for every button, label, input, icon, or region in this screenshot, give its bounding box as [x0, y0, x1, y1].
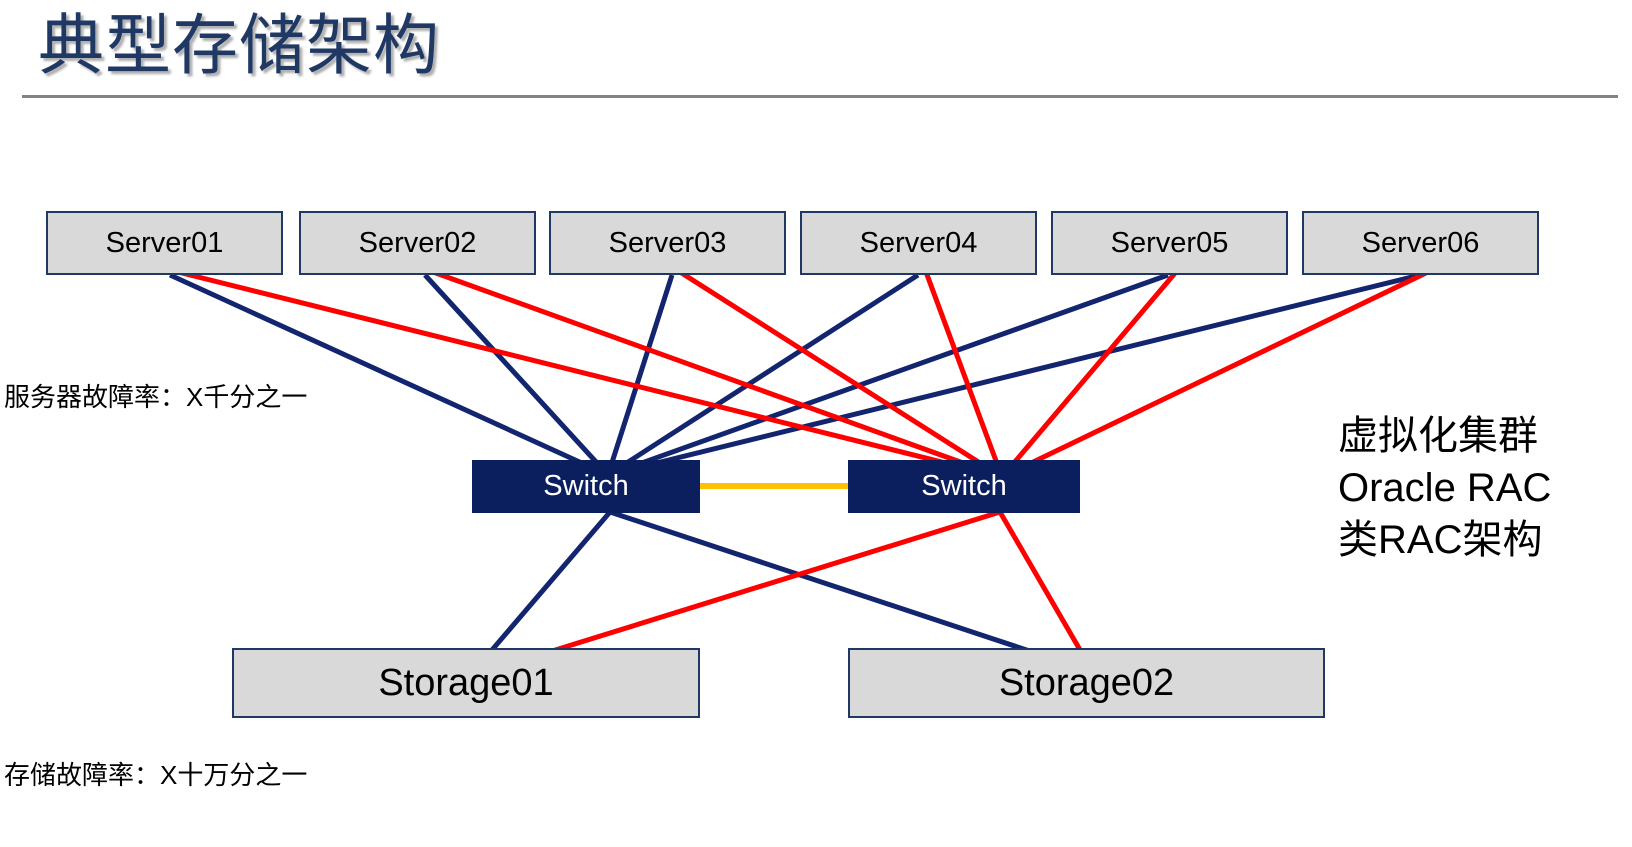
- annotation-server-failure-rate: 服务器故障率：X千分之一: [4, 382, 308, 412]
- links-to-right-switch: [177, 269, 1430, 480]
- node-storage01-label: Storage01: [378, 661, 554, 704]
- link-server05-switch-right: [1000, 270, 1178, 479]
- node-switch-left-label: Switch: [543, 470, 629, 502]
- links-left-switch-to-storage: [472, 509, 1091, 674]
- link-switch-right-storage01: [477, 509, 1001, 677]
- annotation-cluster-note: 虚拟化集群 Oracle RAC 类RAC架构: [1338, 410, 1551, 566]
- links-to-left-switch: [168, 272, 1421, 478]
- node-storage02[interactable]: Storage02: [848, 648, 1325, 718]
- link-server02-switch-right: [432, 269, 1003, 480]
- title-divider: [22, 95, 1618, 98]
- node-switch-right[interactable]: Switch: [848, 460, 1080, 513]
- link-server01-switch-left: [168, 272, 610, 478]
- node-storage02-label: Storage02: [998, 661, 1175, 704]
- node-server01[interactable]: Server01: [46, 211, 283, 275]
- link-server04-switch-left: [606, 272, 920, 478]
- node-server06[interactable]: Server06: [1302, 211, 1539, 275]
- link-switch-left-storage02: [609, 509, 1091, 674]
- node-server01-label: Server01: [105, 226, 224, 259]
- node-server05[interactable]: Server05: [1051, 211, 1288, 275]
- node-server06-label: Server06: [1361, 226, 1480, 259]
- link-server03-switch-right: [678, 269, 1004, 480]
- node-server05-label: Server05: [1110, 226, 1229, 259]
- node-server02[interactable]: Server02: [299, 211, 536, 275]
- node-storage01[interactable]: Storage01: [232, 648, 700, 718]
- link-server02-switch-left: [423, 273, 610, 477]
- node-server04-label: Server04: [859, 226, 978, 259]
- links-right-switch-to-storage: [477, 509, 1097, 677]
- link-switch-left-storage01: [472, 510, 612, 673]
- node-server03[interactable]: Server03: [549, 211, 786, 275]
- node-server04[interactable]: Server04: [800, 211, 1037, 275]
- link-server01-switch-right: [177, 269, 1003, 480]
- link-server06-switch-left: [607, 272, 1421, 478]
- cluster-note-line-1: 虚拟化集群: [1338, 414, 1538, 458]
- page-title: 典型存储架构: [38, 8, 440, 82]
- link-switch-right-storage02: [997, 510, 1097, 676]
- cluster-note-line-3: 类RAC架构: [1338, 518, 1543, 562]
- link-server05-switch-left: [607, 272, 1169, 478]
- node-switch-left[interactable]: Switch: [472, 460, 700, 513]
- cluster-note-line-2: Oracle RAC: [1338, 466, 1552, 510]
- link-server04-switch-right: [923, 271, 1005, 478]
- node-switch-right-label: Switch: [921, 470, 1007, 502]
- node-server03-label: Server03: [608, 226, 727, 259]
- link-server03-switch-left: [605, 274, 675, 476]
- node-server02-label: Server02: [358, 226, 477, 259]
- annotation-storage-failure-rate: 存储故障率：X十万分之一: [4, 760, 308, 790]
- link-server06-switch-right: [1000, 269, 1430, 480]
